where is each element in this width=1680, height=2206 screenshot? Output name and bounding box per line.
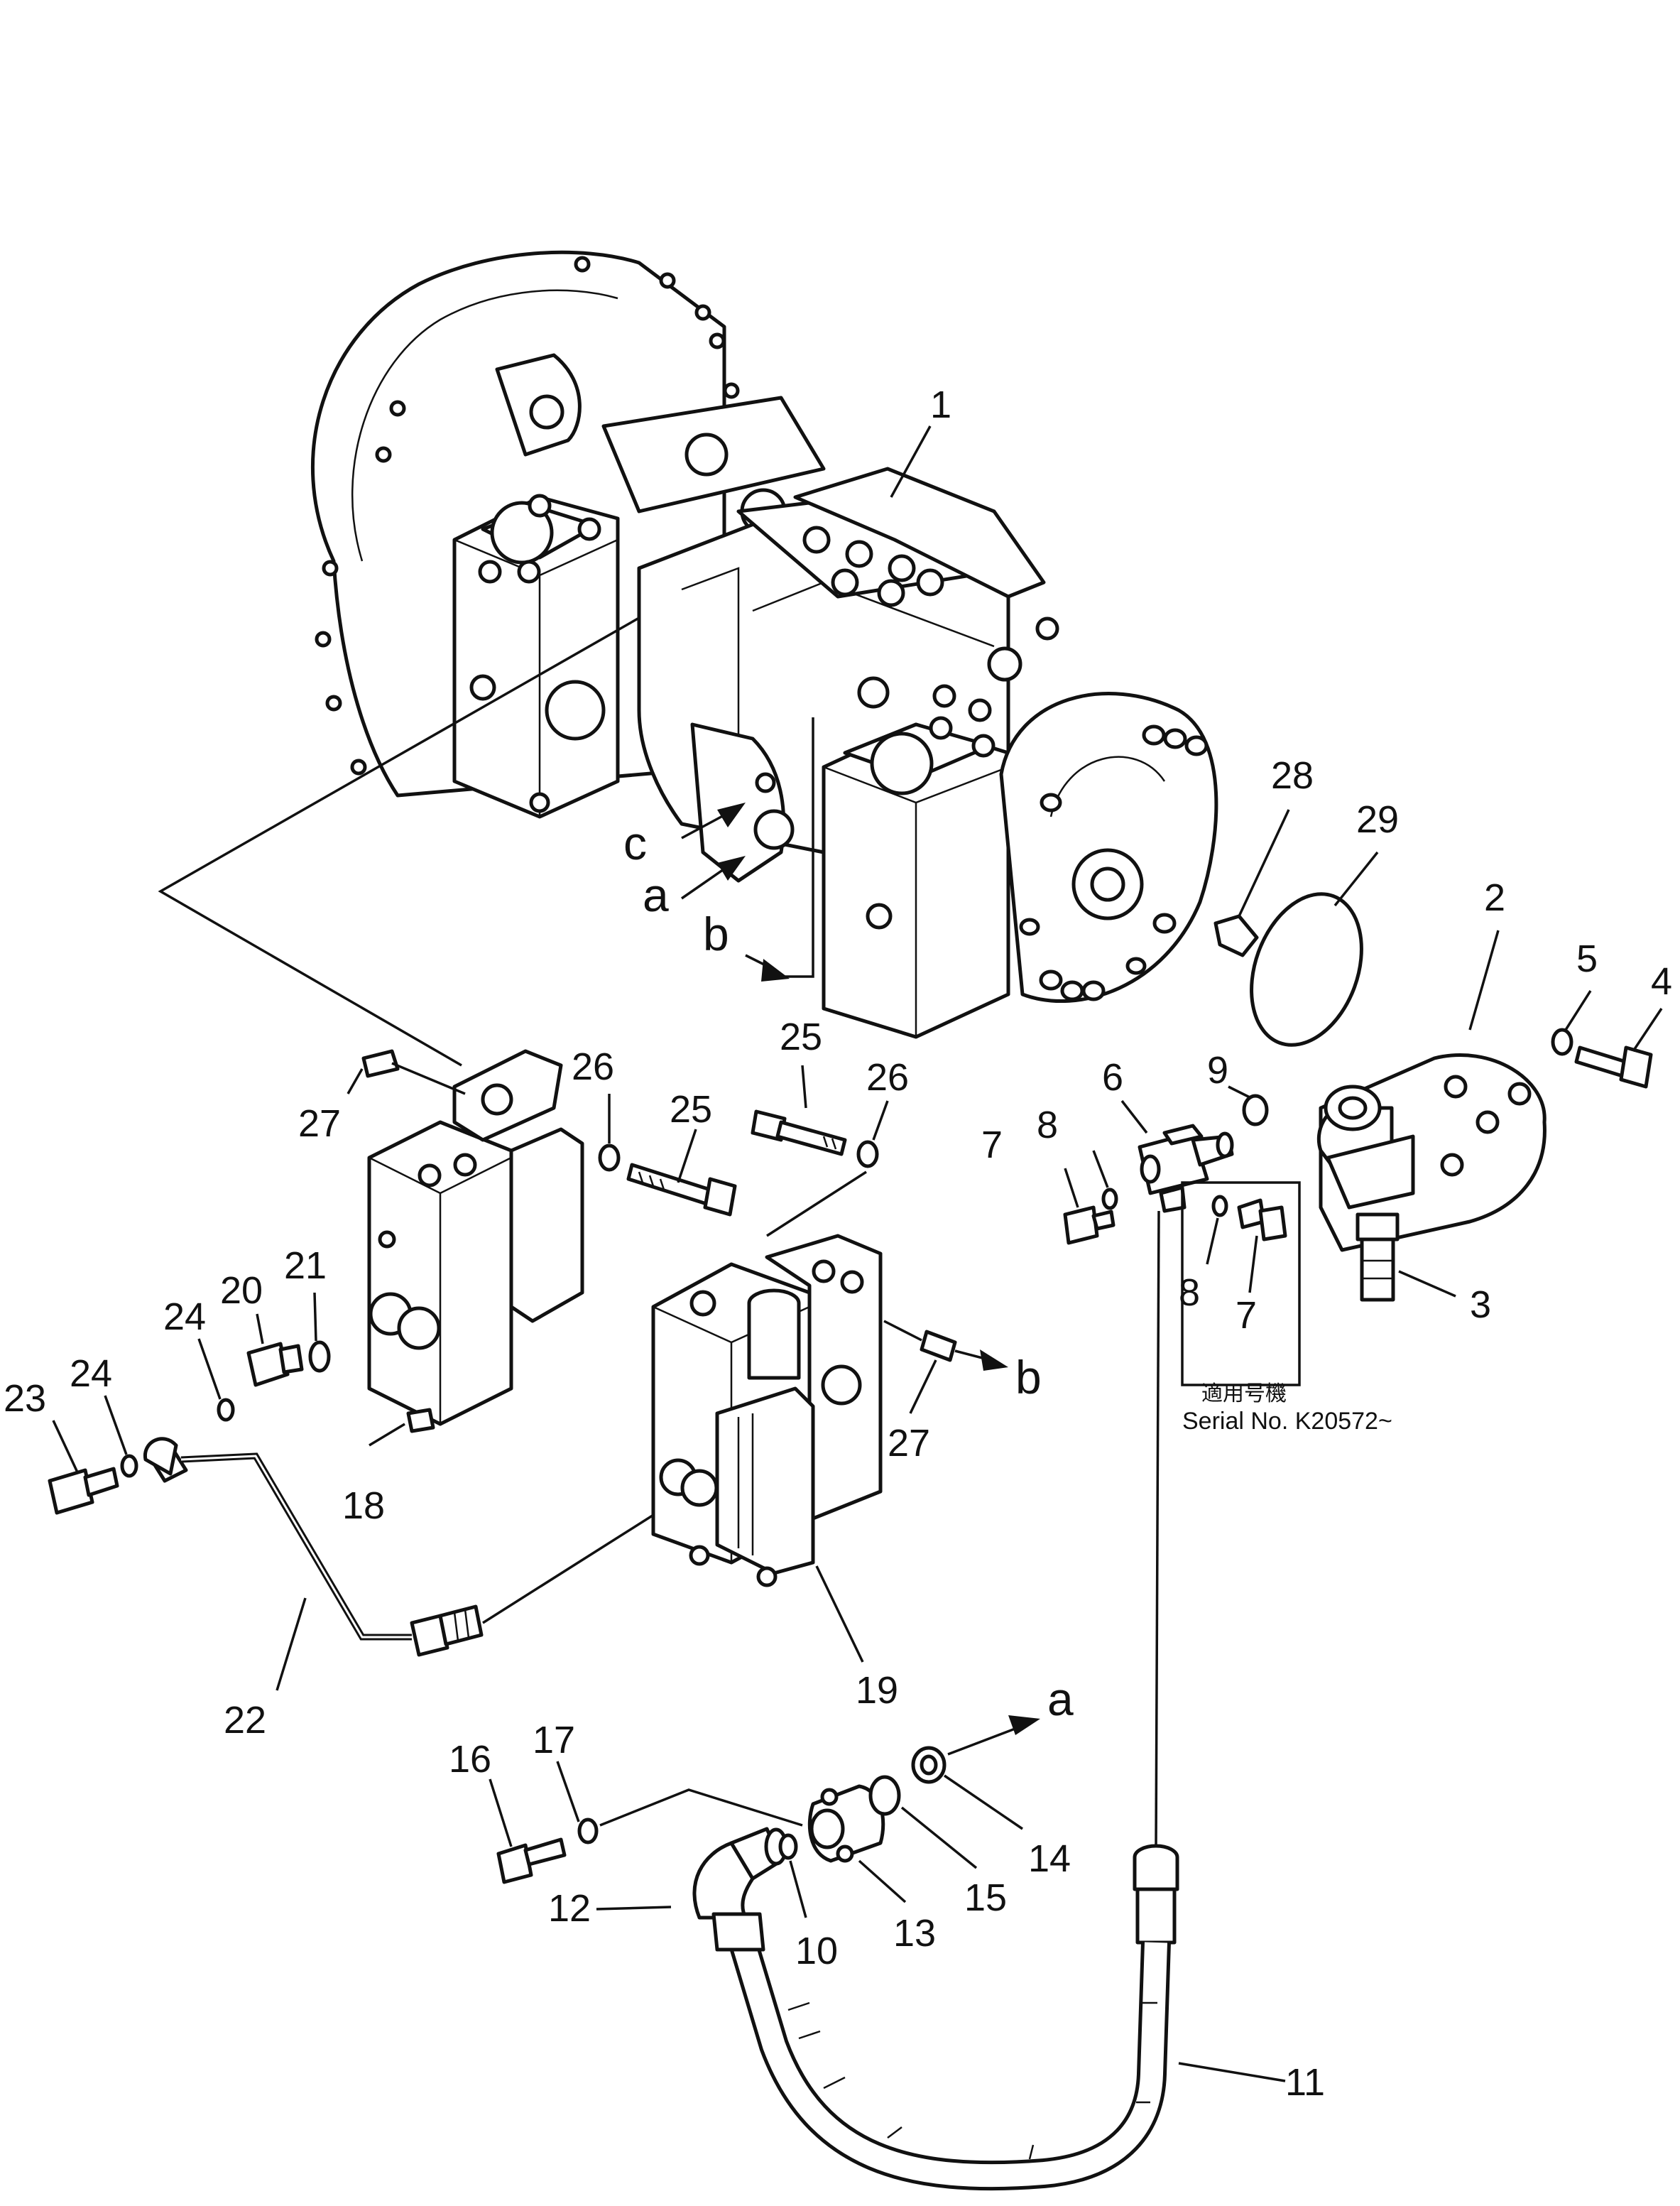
valve-block-18 [367, 1049, 584, 1433]
callout-14: 14 [1028, 1837, 1071, 1880]
valve-3 [1356, 1212, 1400, 1302]
group-line-front-block [158, 616, 640, 1067]
gear-pump [1316, 1053, 1547, 1252]
o-ring-29 [1250, 892, 1363, 1047]
o-ring-10 [778, 1833, 798, 1860]
callout-29: 29 [1356, 798, 1399, 841]
callout-9: 9 [1207, 1049, 1228, 1092]
plug-7-left [1063, 1205, 1116, 1245]
callout-5: 5 [1576, 938, 1598, 980]
washer-26-right [856, 1140, 879, 1168]
group-line-b [774, 717, 814, 978]
callout-25-right: 25 [780, 1016, 822, 1058]
pipe-tee-to-hose [1155, 1210, 1160, 1847]
o-ring-24-lower [120, 1454, 138, 1478]
connector-a: a [643, 869, 669, 921]
bushing-14 [911, 1746, 947, 1784]
arrow-b-right [980, 1349, 1008, 1371]
callout-25-left: 25 [670, 1088, 712, 1131]
control-valve-19 [651, 1234, 883, 1587]
serial-box [1181, 1181, 1301, 1386]
callout-8-right: 8 [1179, 1271, 1200, 1314]
callout-23: 23 [4, 1377, 46, 1420]
plug-20 [246, 1342, 304, 1387]
flange-13 [807, 1784, 885, 1863]
callout-20: 20 [220, 1269, 263, 1312]
callout-26-right: 26 [866, 1056, 909, 1099]
connector-c: c [623, 817, 647, 869]
serial-note-number: Serial No. K20572~ [1182, 1408, 1392, 1435]
callout-19: 19 [856, 1669, 898, 1712]
elbow-12 [692, 1827, 788, 1952]
washer-8-left [1101, 1188, 1118, 1210]
washer-26-left [598, 1143, 621, 1172]
serial-note: 適用号機 Serial No. K20572~ [1182, 1382, 1392, 1435]
callout-2: 2 [1484, 876, 1505, 919]
callout-12: 12 [548, 1887, 591, 1930]
callout-24-upper: 24 [163, 1295, 206, 1338]
leader-lines [52, 425, 1663, 2082]
washer-8-right [1211, 1195, 1228, 1217]
plug-7-right [1237, 1198, 1287, 1241]
callout-26-left: 26 [572, 1045, 614, 1088]
callout-17: 17 [533, 1719, 575, 1761]
callout-11: 11 [1285, 2061, 1325, 2104]
arrow-c [717, 803, 746, 827]
o-ring-21 [308, 1340, 331, 1373]
callout-18: 18 [342, 1484, 385, 1527]
callout-24-lower: 24 [70, 1352, 112, 1395]
pin-27-upper [361, 1049, 400, 1078]
callout-22: 22 [224, 1699, 266, 1742]
bolt-25-left [626, 1163, 737, 1217]
callout-6: 6 [1102, 1056, 1123, 1099]
main-pump-assembly [311, 250, 1218, 1039]
callout-21: 21 [284, 1244, 327, 1287]
callout-13: 13 [893, 1912, 936, 1955]
washer-17 [577, 1817, 599, 1844]
o-ring-15 [868, 1775, 901, 1816]
connector-b-valve: b [1015, 1351, 1042, 1403]
callout-numbers: 1 28 29 2 5 4 9 6 8 7 8 7 3 26 25 26 25 … [4, 384, 1672, 2104]
tee-fitting-6 [1138, 1124, 1234, 1213]
callout-3: 3 [1470, 1283, 1491, 1326]
o-ring-24-upper [217, 1398, 235, 1422]
pin-27-lower [920, 1330, 957, 1362]
callout-4: 4 [1651, 960, 1672, 1003]
pipe-22 [143, 1437, 484, 1657]
connector-a-elbow: a [1047, 1673, 1074, 1725]
hose-11 [727, 1844, 1179, 2191]
callout-16: 16 [449, 1738, 491, 1781]
flange-holes [1019, 724, 1209, 1001]
arrow-a [717, 856, 746, 881]
callout-27-lower: 27 [888, 1422, 930, 1465]
serial-note-japanese: 適用号機 [1201, 1382, 1287, 1406]
bolt-23 [48, 1467, 119, 1515]
callout-7-left: 7 [981, 1124, 1003, 1166]
washer-5 [1551, 1028, 1573, 1056]
connector-letters: c a b b a [623, 817, 1074, 1725]
callout-10: 10 [795, 1930, 838, 1972]
connector-b: b [703, 908, 729, 960]
o-ring-9 [1242, 1094, 1269, 1126]
callout-28: 28 [1271, 754, 1314, 797]
callout-8-left: 8 [1037, 1104, 1058, 1146]
callout-1: 1 [930, 384, 951, 426]
arrow-a-elbow [1008, 1715, 1040, 1735]
callout-27-upper: 27 [298, 1102, 341, 1145]
callout-7-right: 7 [1236, 1294, 1257, 1337]
coupling-28 [1213, 914, 1259, 957]
bolt-16 [496, 1837, 567, 1884]
bolt-4 [1574, 1045, 1653, 1089]
callout-15: 15 [964, 1876, 1007, 1919]
arrow-b [761, 959, 790, 982]
bolt-25-right [751, 1109, 847, 1156]
